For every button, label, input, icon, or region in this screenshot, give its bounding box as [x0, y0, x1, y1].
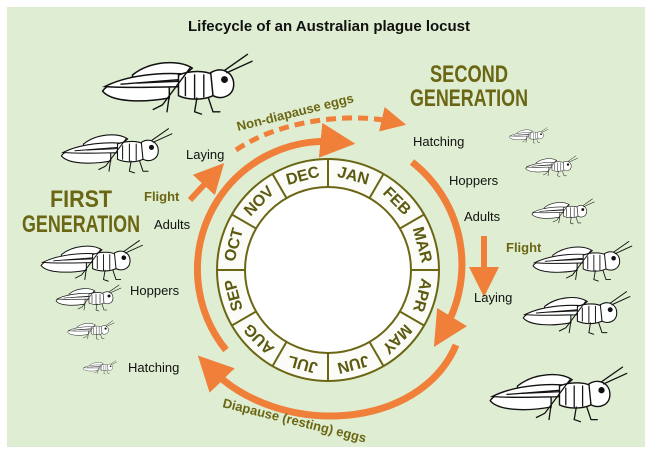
first-gen-hopper-locust-illustration — [56, 285, 121, 311]
second-gen-hatchling-locust-illustration — [509, 128, 548, 144]
first-generation-title-line1: FIRST — [50, 186, 112, 213]
first-gen-flight-arrow — [190, 174, 214, 200]
first-gen-adult-locust-illustration — [103, 54, 253, 114]
first-generation-title-line2: GENERATION — [22, 211, 140, 238]
second-gen-adult-locust-illustration — [490, 367, 627, 422]
second-gen-adult-locust-illustration — [533, 242, 632, 282]
first-gen-adults-label: Adults — [154, 217, 191, 232]
second-gen-hoppers-label: Hoppers — [449, 173, 499, 188]
second-gen-adult-locust-illustration — [523, 292, 630, 335]
non-diapause-eggs-label: Non-diapause eggs — [235, 90, 355, 134]
first-gen-hatching-label: Hatching — [128, 360, 179, 375]
first-gen-hopper-locust-illustration — [67, 321, 114, 340]
diagram-title: Lifecycle of an Australian plague locust — [188, 18, 470, 35]
first-gen-laying-label: Laying — [186, 147, 224, 162]
second-gen-hatching-label: Hatching — [413, 134, 464, 149]
second-gen-flight-label: Flight — [506, 240, 542, 255]
diapause-eggs-label: Diapause (resting) eggs — [221, 395, 368, 445]
second-gen-adults-label: Adults — [464, 209, 501, 224]
first-gen-flight-label: Flight — [144, 189, 180, 204]
second-gen-hopper-locust-illustration — [526, 156, 578, 177]
second-generation-title-line1: SECOND — [430, 61, 508, 88]
first-gen-adult-locust-illustration — [61, 129, 172, 173]
second-gen-laying-label: Laying — [474, 290, 512, 305]
first-gen-hoppers-label: Hoppers — [130, 283, 180, 298]
first-gen-hatchling-locust-illustration — [83, 361, 117, 375]
second-generation-title-line2: GENERATION — [410, 85, 528, 112]
second-gen-hopper-locust-illustration — [532, 199, 594, 224]
first-gen-adult-locust-illustration — [41, 241, 142, 282]
